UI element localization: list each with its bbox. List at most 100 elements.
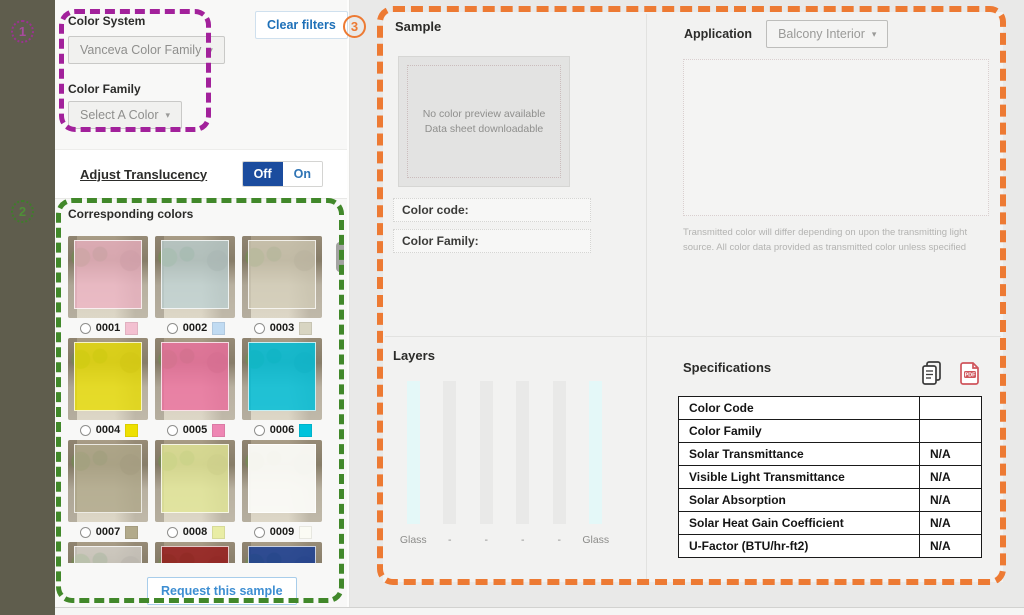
swatch-radio[interactable] <box>79 424 91 436</box>
layer-label: Glass <box>399 534 427 546</box>
swatch-code-label: 0003 <box>269 322 295 334</box>
color-swatch[interactable]: 0006 <box>242 338 324 437</box>
spec-table-row: Color Code <box>678 396 982 420</box>
swatch-glass-tint <box>248 342 316 411</box>
swatch-code-label: 0007 <box>95 526 121 538</box>
scrollbar-thumb[interactable] <box>336 242 344 272</box>
swatch-preview-photo <box>155 338 235 420</box>
translucency-on-button[interactable]: On <box>282 162 322 186</box>
color-swatch[interactable]: 0001 <box>68 236 150 335</box>
application-row: Application Balcony Interior ▾ <box>684 20 889 48</box>
color-swatch[interactable] <box>242 542 324 563</box>
layer-label: - <box>484 534 489 546</box>
swatch-radio[interactable] <box>253 424 265 436</box>
swatch-glass-tint <box>248 240 316 309</box>
application-dropdown[interactable]: Balcony Interior ▾ <box>766 20 889 48</box>
layer-bar <box>443 381 457 524</box>
swatch-caption: 0002 <box>155 321 237 335</box>
swatch-radio[interactable] <box>166 526 178 538</box>
color-swatch[interactable]: 0005 <box>155 338 237 437</box>
color-family-dropdown[interactable]: Select A Color ▾ <box>68 101 183 129</box>
swatch-radio[interactable] <box>79 322 91 334</box>
specifications-header: Specifications PDF <box>683 360 983 387</box>
color-swatch[interactable]: 0009 <box>242 440 324 539</box>
layer-bar <box>516 381 530 524</box>
swatch-glass-tint <box>248 444 316 513</box>
layer-label: - <box>521 534 525 546</box>
swatch-radio[interactable] <box>253 322 265 334</box>
swatch-code-label: 0005 <box>182 424 208 436</box>
color-swatch[interactable]: 0002 <box>155 236 237 335</box>
spec-row-value <box>919 396 982 420</box>
spec-row-value: N/A <box>919 442 982 466</box>
preview-message-line1: No color preview available <box>422 108 546 120</box>
swatch-color-chip <box>125 321 139 335</box>
swatch-glass-tint <box>74 240 142 309</box>
swatch-caption: 0004 <box>68 423 150 437</box>
color-preview-box: No color preview available Data sheet do… <box>398 56 570 187</box>
color-system-label: Color System <box>68 14 146 28</box>
download-pdf-icon[interactable]: PDF <box>957 360 983 387</box>
copy-document-icon[interactable] <box>919 360 944 387</box>
spec-table-row: U-Factor (BTU/hr-ft2)N/A <box>678 534 982 558</box>
application-dropdown-value: Balcony Interior <box>778 27 865 41</box>
spec-row-value <box>919 419 982 443</box>
color-family-dropdown-value: Select A Color <box>80 108 159 122</box>
spec-row-value: N/A <box>919 465 982 489</box>
clear-filters-button[interactable]: Clear filters <box>255 11 348 39</box>
swatch-radio[interactable] <box>253 526 265 538</box>
swatch-code-label: 0009 <box>269 526 295 538</box>
annotation-marker-1: 1 <box>11 20 34 43</box>
swatch-code-label: 0008 <box>182 526 208 538</box>
swatch-preview-photo <box>242 236 322 318</box>
color-swatch[interactable] <box>68 542 150 563</box>
color-swatch[interactable]: 0003 <box>242 236 324 335</box>
chevron-down-icon: ▾ <box>165 109 171 120</box>
swatch-code-label: 0001 <box>95 322 121 334</box>
swatch-color-chip <box>212 321 226 335</box>
layer-label: Glass <box>582 534 610 546</box>
spec-row-label: Visible Light Transmittance <box>678 465 920 489</box>
layer-bar <box>589 381 603 524</box>
swatch-preview-photo <box>242 542 322 563</box>
swatch-caption: 0005 <box>155 423 237 437</box>
annotation-marker-3: 3 <box>343 15 366 38</box>
swatch-color-chip <box>125 525 139 539</box>
swatch-color-chip <box>212 423 226 437</box>
swatch-radio[interactable] <box>79 526 91 538</box>
preview-message-line2: Data sheet downloadable <box>424 123 544 135</box>
chevron-down-icon: ▾ <box>208 44 213 55</box>
request-sample-button[interactable]: Request this sample <box>147 577 297 605</box>
layer-label: - <box>448 534 452 546</box>
color-swatch[interactable]: 0004 <box>68 338 150 437</box>
layer-item: Glass <box>578 381 615 546</box>
swatch-radio[interactable] <box>166 322 178 334</box>
swatch-glass-tint <box>161 444 229 513</box>
layers-title: Layers <box>393 348 435 363</box>
translucency-off-button[interactable]: Off <box>242 162 283 186</box>
swatch-glass-tint <box>248 546 316 563</box>
swatch-radio[interactable] <box>166 424 178 436</box>
layers-diagram: Glass - - - - Glass <box>395 381 614 546</box>
swatch-color-chip <box>125 423 139 437</box>
color-swatch[interactable]: 0008 <box>155 440 237 539</box>
horizontal-divider <box>385 336 1001 337</box>
annotation-marker-2: 2 <box>11 200 34 223</box>
swatch-scroll-area[interactable]: 0001 0002 0003 0004 <box>65 230 341 563</box>
swatch-grid: 0001 0002 0003 0004 <box>65 230 341 563</box>
color-system-dropdown[interactable]: Vanceva Color Family ▾ <box>68 36 225 64</box>
bottom-panel-edge <box>55 607 1024 615</box>
corresponding-colors-label: Corresponding colors <box>68 207 194 221</box>
color-swatch[interactable] <box>155 542 237 563</box>
swatch-color-chip <box>299 321 313 335</box>
swatch-preview-photo <box>155 236 235 318</box>
transmitted-color-disclaimer: Transmitted color will differ depending … <box>683 227 968 253</box>
translucency-toggle[interactable]: Off On <box>241 161 323 187</box>
vertical-divider <box>646 14 647 580</box>
swatch-preview-photo <box>68 542 148 563</box>
color-swatch[interactable]: 0007 <box>68 440 150 539</box>
